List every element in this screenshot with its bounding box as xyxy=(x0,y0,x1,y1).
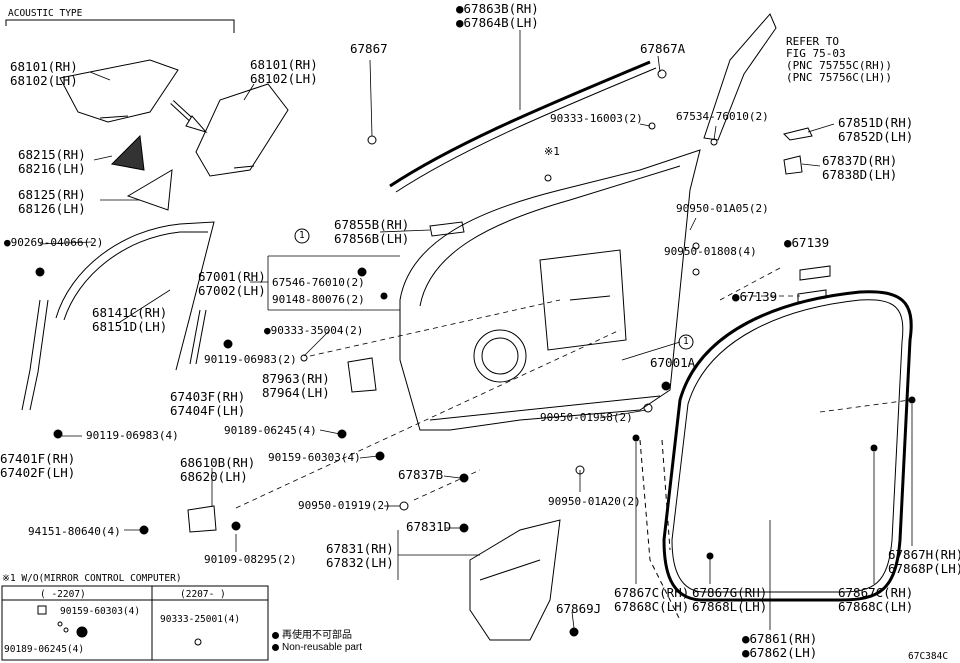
table-title: ※1 W/O(MIRROR CONTROL COMPUTER) xyxy=(2,573,182,584)
part-67867A: 67867A xyxy=(640,41,686,56)
part-67851: 67851D(RH)67852D(LH) xyxy=(838,115,914,144)
acoustic-type-label: ACOUSTIC TYPE xyxy=(8,8,83,19)
part-67401: 67401F(RH)67402F(LH) xyxy=(0,451,76,480)
part-67869J: 67869J xyxy=(556,601,602,616)
part-90109: 90109-08295(2) xyxy=(204,553,297,566)
part-90148: 90148-80076(2) xyxy=(272,293,365,306)
part-67867H: 67867H(RH)67868P(LH) xyxy=(888,547,960,576)
part-90950-01919: 90950-01919(2) xyxy=(298,499,391,512)
part-90950-01A20: 90950-01A20(2) xyxy=(548,495,641,508)
part-67139-b: ●67139 xyxy=(732,289,778,304)
table-col2-part-1: 90333-25001(4) xyxy=(160,614,241,625)
seal-dashed xyxy=(639,439,681,621)
circle-1-a: 1 xyxy=(299,230,305,241)
part-68125: 68125(RH)68126(LH) xyxy=(18,187,86,216)
opening-weatherstrip xyxy=(662,290,913,602)
pillar-trim xyxy=(703,13,777,141)
table-fastener-sketch xyxy=(37,605,88,638)
part-90950-01958: 90950-01958(2) xyxy=(540,411,633,424)
part-90333-35004: ●90333-35004(2) xyxy=(264,324,364,337)
pads xyxy=(797,265,831,303)
part-67546: 67546-76010(2) xyxy=(272,276,365,289)
part-67867: 67867 xyxy=(350,41,388,56)
part-90950-01808: 90950-01808(4) xyxy=(664,245,757,258)
part-67855: 67855B(RH)67856B(LH) xyxy=(334,217,410,246)
lower-trim xyxy=(469,519,561,641)
circle-markers xyxy=(294,228,694,350)
part-67139-a: ●67139 xyxy=(784,235,830,250)
part-68101-acoustic: 68101(RH)68102(LH) xyxy=(10,59,78,88)
diagram-code: 67C384C xyxy=(908,651,949,662)
part-67831D: 67831D xyxy=(406,519,452,534)
part-67867C-a: 67867C(RH)67868C(LH) xyxy=(614,585,690,614)
glass-quarter xyxy=(110,134,173,211)
mark-1: ※1 xyxy=(544,145,560,158)
part-90159-a: 90159-60303(4) xyxy=(268,451,361,464)
table-clip-sketch xyxy=(194,638,202,646)
part-67837D: 67837D(RH)67838D(LH) xyxy=(822,153,898,182)
part-67534: 67534-76010(2) xyxy=(676,110,769,123)
part-68610: 68610B(RH)68620(LH) xyxy=(180,455,256,484)
hinge xyxy=(187,505,217,533)
part-87963: 87963(RH)87964(LH) xyxy=(262,371,330,400)
leader-lines xyxy=(39,30,913,630)
acoustic-bracket xyxy=(5,19,235,33)
legend-jp: 再使用不可部品 xyxy=(272,626,352,641)
part-90333-16003: 90333-16003(2) xyxy=(550,112,643,125)
part-90119-b: 90119-06983(4) xyxy=(86,429,179,442)
part-67867C-b: 67867C(RH)67868C(LH) xyxy=(838,585,914,614)
non-reusable-dot-icon xyxy=(272,643,279,651)
part-90189-a: 90189-06245(4) xyxy=(224,424,317,437)
part-94151: 94151-80640(4) xyxy=(28,525,121,538)
part-67831: 67831(RH)67832(LH) xyxy=(326,541,394,570)
circle-1-b: 1 xyxy=(683,336,689,347)
part-90269: ●90269-04066(2) xyxy=(4,236,104,249)
part-67001A: 67001A xyxy=(650,355,696,370)
part-68215: 68215(RH)68216(LH) xyxy=(18,147,86,176)
table-col1-head: ( -2207) xyxy=(40,589,86,600)
part-67837B: 67837B xyxy=(398,467,444,482)
table-frame xyxy=(1,585,269,661)
part-67403: 67403F(RH)67404F(LH) xyxy=(170,389,246,418)
legend-en: Non-reusable part xyxy=(272,642,362,653)
part-90119-a: 90119-06983(2) xyxy=(204,353,297,366)
clips xyxy=(300,69,718,511)
part-90950-01A05: 90950-01A05(2) xyxy=(676,202,769,215)
small-brackets xyxy=(347,127,813,393)
glass-acoustic xyxy=(59,59,179,123)
table-col2-head: (2207- ) xyxy=(180,589,226,600)
part-67863: ●67863B(RH)●67864B(LH) xyxy=(456,1,539,30)
belt-moulding xyxy=(389,60,657,193)
table-col1-part-1: 90159-60303(4) xyxy=(60,606,141,617)
part-67861: ●67861(RH)●67862(LH) xyxy=(742,631,818,660)
arrow-glass xyxy=(170,100,208,133)
glass-standard xyxy=(195,83,289,177)
part-67001: 67001(RH)67002(LH) xyxy=(198,269,266,298)
dashed-leaders xyxy=(235,267,911,509)
part-68141: 68141C(RH)68151D(LH) xyxy=(92,305,168,334)
table-col1-part-2: 90189-06245(4) xyxy=(4,644,85,655)
run-channel xyxy=(21,221,215,411)
door-panel xyxy=(399,149,701,431)
part-68101-standard: 68101(RH)68102(LH) xyxy=(250,57,318,86)
part-67867G: 67867G(RH)67868L(LH) xyxy=(692,585,768,614)
non-reusable-dot-icon xyxy=(272,631,279,639)
